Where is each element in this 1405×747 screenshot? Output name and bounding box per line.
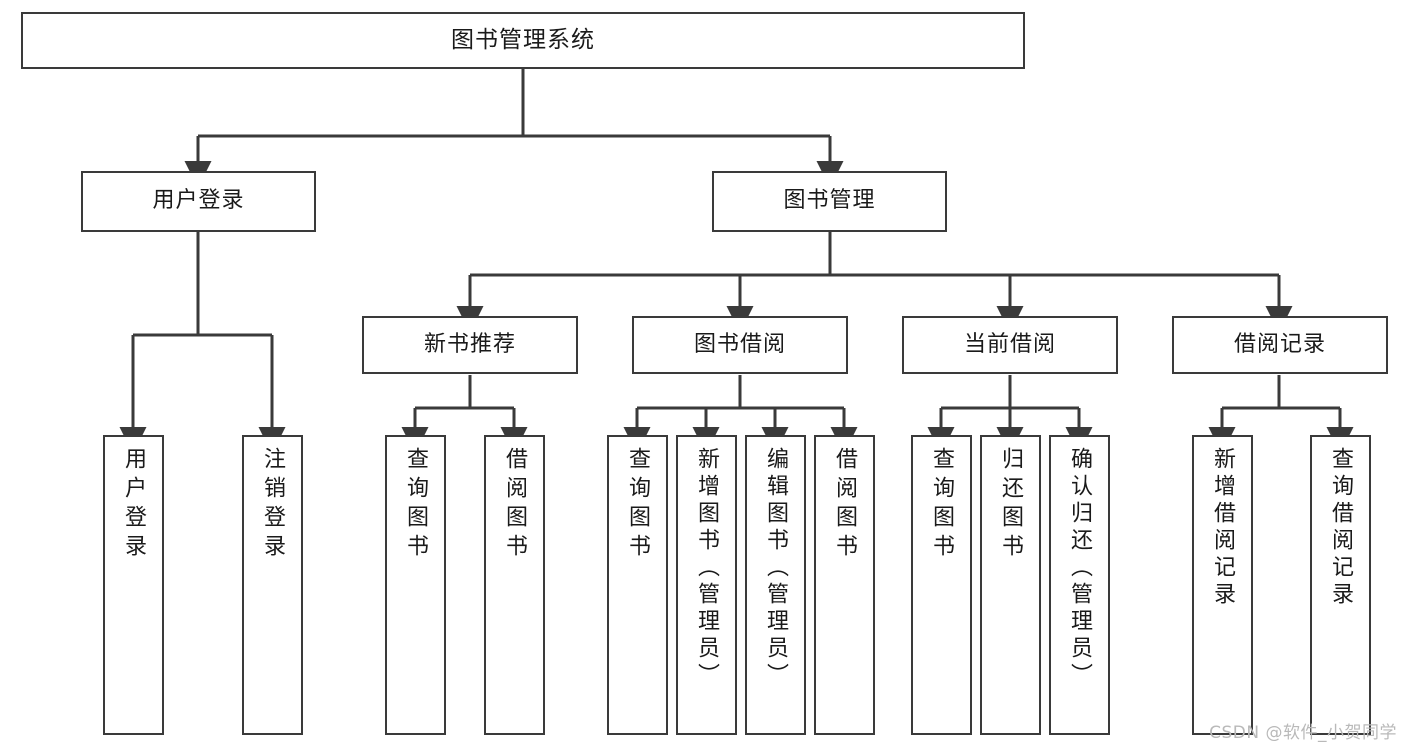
node-label: 注销登录 bbox=[260, 447, 286, 563]
node-label: 当前借阅 bbox=[963, 331, 1056, 357]
leaf-user-login-login[interactable]: 用户登录 bbox=[103, 435, 164, 735]
node-borrow-record[interactable]: 借阅记录 bbox=[1172, 316, 1388, 374]
leaf-book-borrow-edit-admin[interactable]: 编辑图书（管理员） bbox=[745, 435, 806, 735]
node-label: 新书推荐 bbox=[423, 331, 516, 357]
node-label: 图书借阅 bbox=[693, 331, 786, 357]
leaf-current-borrow-confirm-return-admin[interactable]: 确认归还（管理员） bbox=[1049, 435, 1110, 735]
node-label: 借阅记录 bbox=[1233, 331, 1326, 357]
leaf-current-borrow-query[interactable]: 查询图书 bbox=[911, 435, 972, 735]
leaf-borrow-record-add[interactable]: 新增借阅记录 bbox=[1192, 435, 1253, 735]
node-label: 编辑图书（管理员） bbox=[763, 447, 789, 690]
node-book-management[interactable]: 图书管理 bbox=[712, 171, 947, 232]
node-label: 查询图书 bbox=[403, 447, 429, 563]
leaf-book-borrow-add-admin[interactable]: 新增图书（管理员） bbox=[676, 435, 737, 735]
leaf-book-borrow-query[interactable]: 查询图书 bbox=[607, 435, 668, 735]
node-label: 图书管理系统 bbox=[451, 26, 595, 53]
node-label: 用户登录 bbox=[121, 447, 147, 563]
node-label: 查询借阅记录 bbox=[1328, 447, 1354, 609]
node-label: 确认归还（管理员） bbox=[1067, 447, 1093, 690]
node-label: 归还图书 bbox=[998, 447, 1024, 563]
node-label: 查询图书 bbox=[929, 447, 955, 563]
node-current-borrow[interactable]: 当前借阅 bbox=[902, 316, 1118, 374]
node-new-book-recommend[interactable]: 新书推荐 bbox=[362, 316, 578, 374]
leaf-user-login-logout[interactable]: 注销登录 bbox=[242, 435, 303, 735]
leaf-new-book-query[interactable]: 查询图书 bbox=[385, 435, 446, 735]
node-label: 查询图书 bbox=[625, 447, 651, 563]
watermark: CSDN @软件_小贺同学 bbox=[1209, 723, 1397, 743]
leaf-book-borrow-borrow[interactable]: 借阅图书 bbox=[814, 435, 875, 735]
node-book-borrow[interactable]: 图书借阅 bbox=[632, 316, 848, 374]
node-label: 借阅图书 bbox=[832, 447, 858, 563]
leaf-borrow-record-query[interactable]: 查询借阅记录 bbox=[1310, 435, 1371, 735]
node-label: 用户登录 bbox=[152, 188, 245, 214]
node-label: 借阅图书 bbox=[502, 447, 528, 563]
node-label: 图书管理 bbox=[783, 188, 876, 214]
leaf-new-book-borrow[interactable]: 借阅图书 bbox=[484, 435, 545, 735]
leaf-current-borrow-return[interactable]: 归还图书 bbox=[980, 435, 1041, 735]
node-root-book-management-system[interactable]: 图书管理系统 bbox=[21, 12, 1025, 69]
node-label: 新增图书（管理员） bbox=[694, 447, 720, 690]
node-label: 新增借阅记录 bbox=[1210, 447, 1236, 609]
node-user-login[interactable]: 用户登录 bbox=[81, 171, 316, 232]
